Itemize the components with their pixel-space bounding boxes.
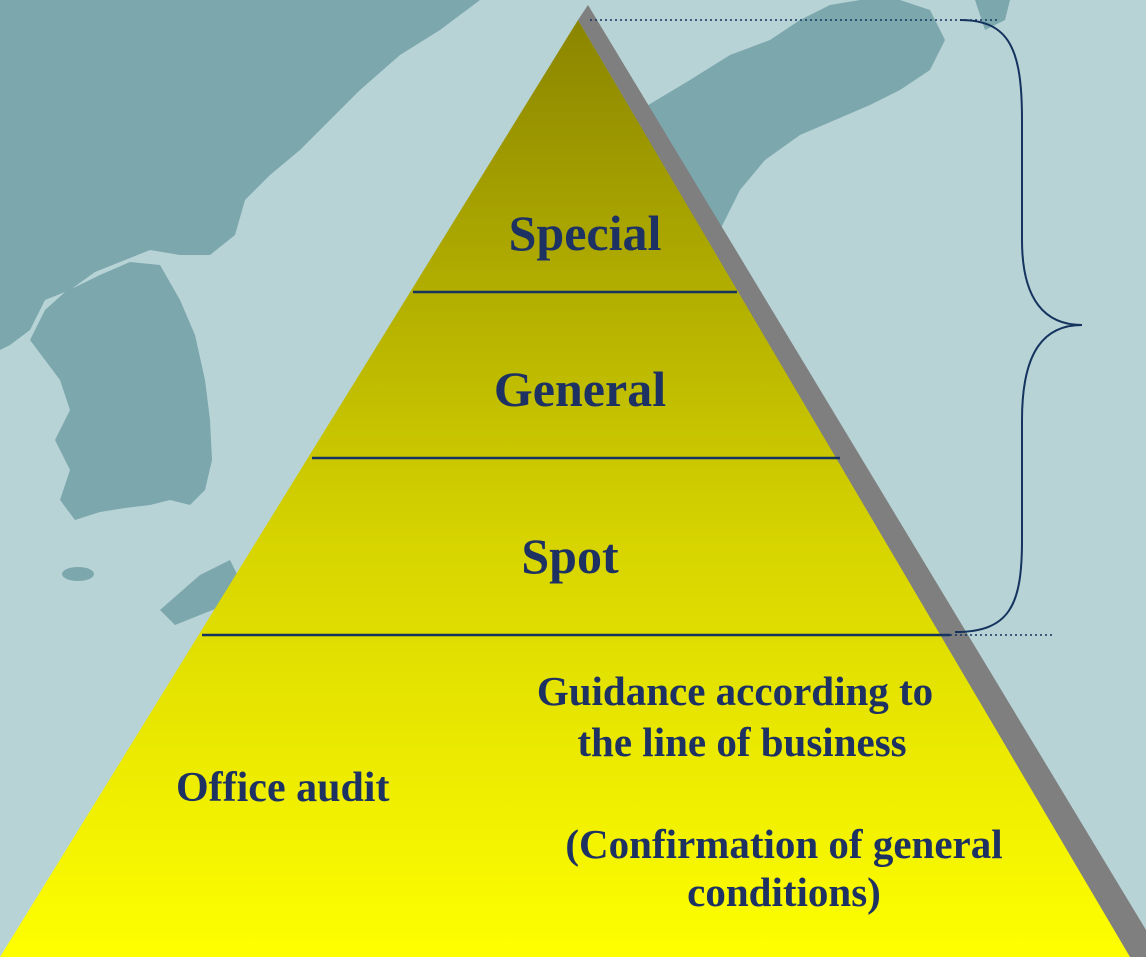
map-island — [62, 567, 94, 581]
confirmation-text-line1: (Confirmation of general — [565, 821, 1003, 867]
guidance-text-line2: the line of business — [577, 719, 907, 765]
map-land-kyushu — [160, 560, 240, 625]
guidance-text-line1: Guidance according to — [536, 668, 934, 714]
dotted-guides — [590, 19, 1055, 636]
map-land-japan — [640, 0, 945, 280]
curly-brace — [954, 19, 1083, 633]
pyramid-body — [0, 20, 1130, 957]
tier-label-special: Special — [508, 205, 662, 261]
base-label-office-audit: Office audit — [176, 765, 390, 811]
map-land-korea — [30, 262, 212, 520]
tier-label-spot: Spot — [521, 528, 619, 584]
tier-dividers — [202, 290, 950, 637]
confirmation-text-line2: conditions) — [687, 869, 881, 915]
pyramid-shadow — [578, 5, 1146, 957]
tier-label-general: General — [493, 361, 667, 417]
map-land-mainland — [0, 0, 480, 350]
